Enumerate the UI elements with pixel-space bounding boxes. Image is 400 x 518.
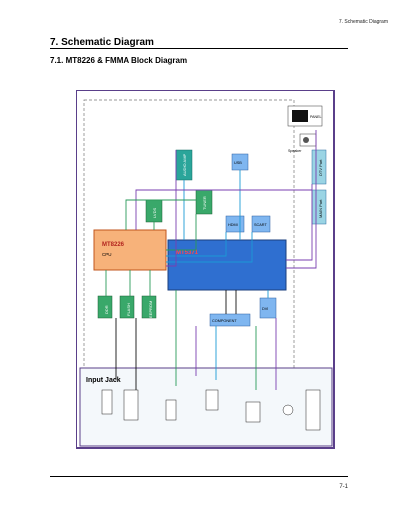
svg-text:PANEL: PANEL xyxy=(310,115,322,119)
component-block: COMPONENT xyxy=(209,313,251,327)
svg-text:Speaker: Speaker xyxy=(288,149,302,153)
svg-text:FLASH: FLASH xyxy=(126,303,131,316)
hdmi-block: HDMI xyxy=(225,215,245,233)
svg-text:DDR: DDR xyxy=(104,305,109,314)
svg-text:DVI: DVI xyxy=(262,307,268,311)
svg-text:HDMI: HDMI xyxy=(228,223,238,227)
panel-block: PANEL xyxy=(287,105,323,127)
tuner-block: TUNER xyxy=(195,189,213,215)
lvds-block: LVDS xyxy=(145,199,163,223)
usb-block: USB xyxy=(231,153,249,171)
dvi-block: DVI xyxy=(259,297,277,319)
signal-lines xyxy=(105,130,317,390)
footer-rule xyxy=(50,476,348,477)
title-rule xyxy=(50,48,348,49)
svg-text:MAIN Part: MAIN Part xyxy=(318,199,323,218)
svg-text:Input Jack: Input Jack xyxy=(86,377,121,384)
page-number: 7-1 xyxy=(339,484,348,490)
svg-text:AUDIO AMP: AUDIO AMP xyxy=(182,153,187,176)
svg-text:CPU: CPU xyxy=(102,252,112,257)
page-subtitle: 7.1. MT8226 & FMMA Block Diagram xyxy=(50,56,188,65)
svg-text:COMPONENT: COMPONENT xyxy=(212,319,237,323)
svg-text:MT8226: MT8226 xyxy=(102,242,125,248)
scart-block: SCART xyxy=(251,215,271,233)
dtv-part-label: DTV Part xyxy=(311,149,327,185)
flash-block: FLASH xyxy=(119,295,135,319)
eeprom-block: EEPROM xyxy=(141,295,157,319)
audio-amp-block: AUDIO AMP xyxy=(175,149,193,181)
svg-text:DTV Part: DTV Part xyxy=(318,159,323,176)
svg-text:EEPROM: EEPROM xyxy=(148,301,153,318)
svg-text:MT5371: MT5371 xyxy=(176,250,199,256)
page-title: 7. Schematic Diagram xyxy=(50,37,154,48)
main-part-label: MAIN Part xyxy=(311,189,327,225)
mt5371-block: MT5371 xyxy=(167,239,287,291)
svg-text:TUNER: TUNER xyxy=(202,196,207,210)
input-connectors xyxy=(101,389,321,431)
page-header-section-ref: 7. Schematic Diagram xyxy=(338,19,388,25)
block-diagram: DTV Part MAIN Part Input Jack MT8226 CPU… xyxy=(76,90,335,449)
svg-text:LVDS: LVDS xyxy=(152,208,157,218)
mt8226-block: MT8226 CPU xyxy=(93,229,167,271)
svg-text:SCART: SCART xyxy=(254,223,267,227)
svg-text:USB: USB xyxy=(234,161,242,165)
ddr-block: DDR xyxy=(97,295,113,319)
